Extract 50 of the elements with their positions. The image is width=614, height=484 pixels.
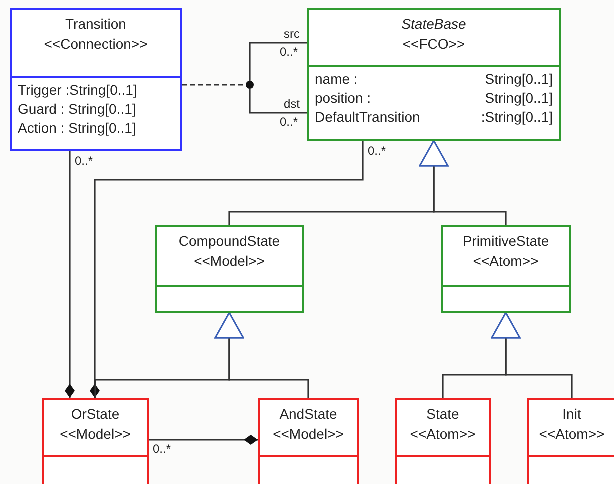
class-name: Transition (64, 15, 128, 34)
stereotype: <<FCO>> (402, 35, 466, 54)
association-line (249, 42, 307, 81)
class-name: StateBase (400, 15, 468, 34)
stereotype: <<Model>> (193, 252, 266, 271)
generalization-arrow (491, 312, 573, 398)
multiplicity-label: 0..* (279, 46, 300, 59)
composition-line (65, 151, 75, 398)
class-name: PrimitiveState (462, 232, 550, 251)
class-name: CompoundState (178, 232, 282, 251)
role-label: src (283, 28, 301, 41)
junction-dot (246, 81, 254, 89)
class-box (441, 225, 571, 313)
role-label: dst (283, 98, 302, 111)
composition-line (149, 435, 258, 445)
association-class-link (182, 84, 246, 86)
class-box (527, 398, 614, 484)
class-box (42, 398, 149, 484)
stereotype: <<Atom>> (409, 425, 477, 444)
attribute-text: position : (315, 89, 372, 108)
attribute-text: String[0..1] (484, 89, 553, 108)
attribute-text: name : (315, 70, 359, 89)
multiplicity-label: 0..* (367, 145, 388, 158)
attribute-text: :String[0..1] (480, 108, 553, 127)
generalization-arrow (214, 312, 310, 398)
class-name: Init (562, 405, 582, 424)
generalization-arrow (419, 140, 507, 225)
composition-line (90, 141, 364, 398)
attribute-text: Trigger :String[0..1] (18, 81, 138, 100)
class-name: AndState (278, 405, 338, 424)
stereotype: <<Atom>> (472, 252, 540, 271)
stereotype: <<Model>> (59, 425, 132, 444)
attribute-text: DefaultTransition (315, 108, 420, 127)
abstract-class-box (307, 8, 561, 141)
attribute-text: Action : String[0..1] (18, 119, 138, 138)
multiplicity-label: 0..* (74, 155, 94, 168)
class-name: State (426, 405, 460, 424)
stereotype: <<Model>> (272, 425, 345, 444)
multiplicity-label: 0..* (279, 116, 300, 129)
attribute-text: String[0..1] (484, 70, 553, 89)
multiplicity-label: 0..* (152, 443, 172, 456)
association-line (249, 89, 307, 114)
class-name: OrState (70, 405, 121, 424)
attribute-text: Guard : String[0..1] (18, 100, 138, 119)
stereotype: <<Atom>> (538, 425, 606, 444)
class-box (395, 398, 491, 484)
class-box (258, 398, 359, 484)
class-box (155, 225, 304, 313)
stereotype: <<Connection>> (43, 35, 149, 54)
connection-class-box (10, 8, 182, 151)
